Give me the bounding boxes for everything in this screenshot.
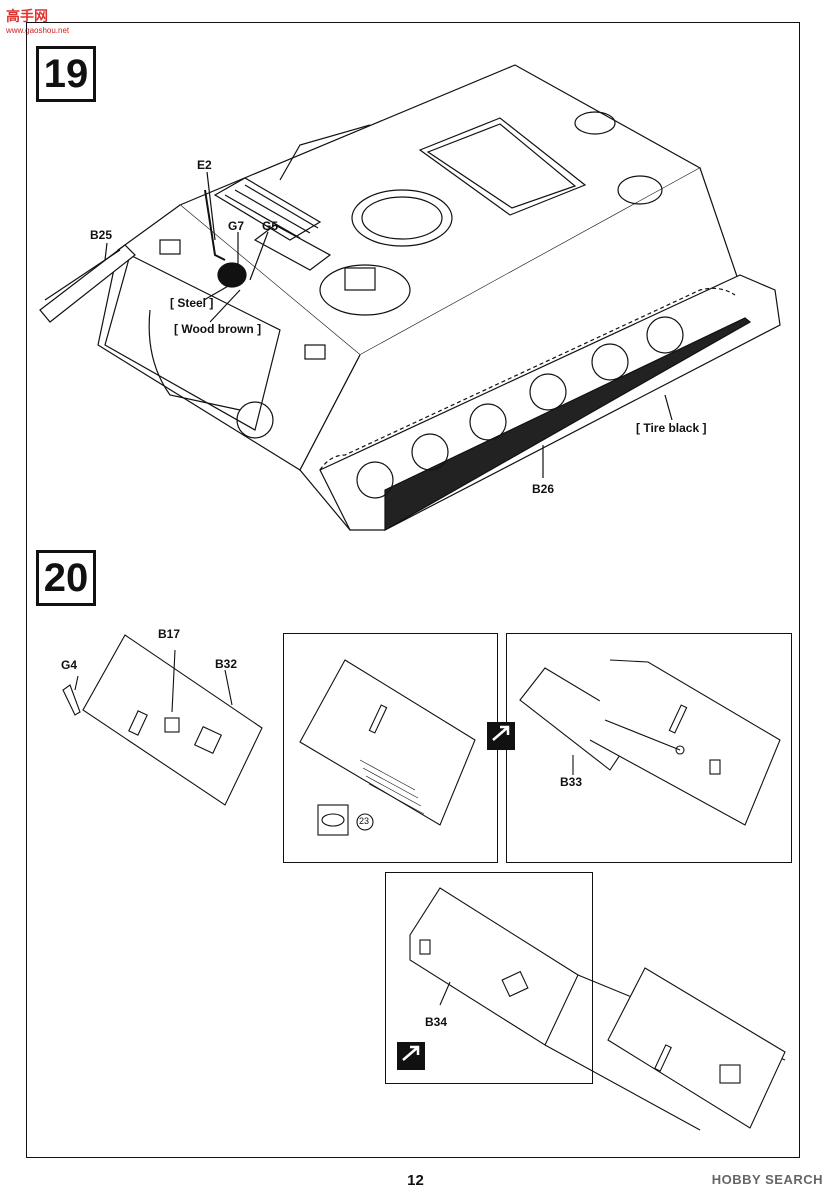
part-label-b32: B32 [215,657,238,671]
part-label-g7: G7 [228,219,245,233]
swap-icons [397,722,515,1070]
page-frame [26,22,800,1158]
watermark-title: 高手网 [6,8,48,24]
part-label-e2: E2 [197,158,212,172]
part-label-b33: B33 [560,775,583,789]
part-label-g5: G5 [262,219,279,233]
part-label-b17: B17 [158,627,181,641]
paint-label-tire-black: [ Tire black ] [636,421,707,435]
paint-label-wood-brown: [ Wood brown ] [174,322,262,336]
part-label-b25: B25 [90,228,113,242]
part-label-b26: B26 [532,482,555,496]
decal-number-23: 23 [359,816,370,826]
paint-label-steel: [ Steel ] [170,296,214,310]
step19-number: 19 [36,46,96,102]
page-number: 12 [407,1172,424,1189]
watermark-bottom: HOBBY SEARCH [711,1172,823,1187]
step20-number: 20 [36,550,96,606]
part-label-g4: G4 [61,658,78,672]
watermark-top: 高手网 www.gaoshou.net [6,6,69,35]
watermark-url: www.gaoshou.net [6,26,70,35]
part-label-b34: B34 [425,1015,448,1029]
